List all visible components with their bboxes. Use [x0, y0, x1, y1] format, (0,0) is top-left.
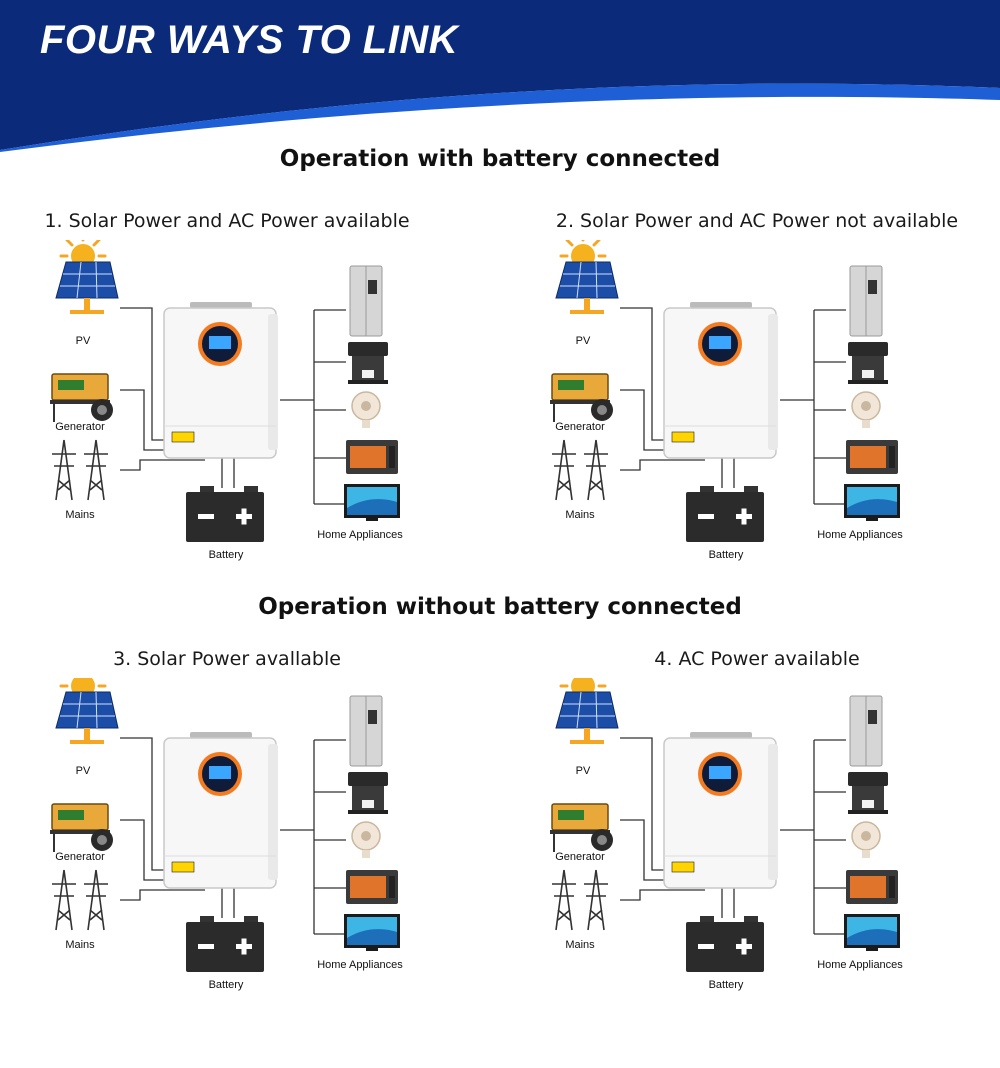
- wiring-lines: [120, 737, 346, 935]
- panel-3: 3. Solar Power avallable PV Generator Ma…: [0, 648, 500, 1068]
- tv-icon: [344, 484, 400, 521]
- generator-icon: [550, 803, 613, 852]
- pv-label: PV: [576, 335, 591, 347]
- oven-icon: [346, 440, 398, 474]
- oven-icon: [846, 870, 898, 904]
- pv-label: PV: [76, 765, 91, 777]
- panel-title: 2. Solar Power and AC Power not availabl…: [555, 210, 959, 232]
- inverter-icon: [163, 302, 278, 459]
- oven-icon: [846, 440, 898, 474]
- oven-icon: [346, 870, 398, 904]
- refrigerator-icon: [849, 695, 883, 767]
- battery-label: Battery: [709, 979, 744, 991]
- mains-label: Mains: [565, 939, 595, 951]
- battery-icon: [186, 486, 264, 542]
- generator-icon: [550, 373, 613, 422]
- page-title: FOUR WAYS TO LINK: [40, 18, 459, 62]
- refrigerator-icon: [849, 265, 883, 337]
- home-appliances-label: Home Appliances: [817, 529, 903, 541]
- inverter-icon: [663, 732, 778, 889]
- wiring-diagram: PV Generator Mains Batte: [50, 240, 403, 561]
- wiring-lines: [620, 307, 846, 505]
- battery-icon: [686, 916, 764, 972]
- coffee-machine-icon: [848, 342, 888, 384]
- refrigerator-icon: [349, 265, 383, 337]
- solar-panel-icon: [55, 261, 119, 314]
- battery-label: Battery: [709, 549, 744, 561]
- section-heading-with-battery: Operation with battery connected: [279, 146, 721, 172]
- wiring-diagram: PV Generator Mains Batte: [550, 678, 903, 991]
- tv-icon: [844, 484, 900, 521]
- power-tower-icon: [552, 869, 608, 931]
- mains-label: Mains: [65, 939, 95, 951]
- home-appliances-label: Home Appliances: [317, 959, 403, 971]
- solar-panel-icon: [555, 691, 619, 744]
- battery-label: Battery: [209, 549, 244, 561]
- generator-label: Generator: [55, 421, 105, 433]
- wiring-lines: [120, 307, 346, 505]
- battery-label: Battery: [209, 979, 244, 991]
- fan-icon: [851, 821, 881, 858]
- power-tower-icon: [52, 439, 108, 501]
- wiring-lines: [620, 737, 846, 935]
- mains-label: Mains: [65, 509, 95, 521]
- refrigerator-icon: [349, 695, 383, 767]
- fan-icon: [351, 821, 381, 858]
- inverter-icon: [163, 732, 278, 889]
- panel-title: 3. Solar Power avallable: [113, 648, 341, 670]
- panel-2: 2. Solar Power and AC Power not availabl…: [500, 210, 1000, 630]
- fan-icon: [851, 391, 881, 428]
- panel-1: 1. Solar Power and AC Power available PV…: [0, 210, 500, 630]
- section-heading-without-battery: Operation without battery connected: [258, 594, 742, 620]
- pv-label: PV: [76, 335, 91, 347]
- pv-label: PV: [576, 765, 591, 777]
- solar-panel-icon: [55, 691, 119, 744]
- coffee-machine-icon: [348, 772, 388, 814]
- tv-icon: [844, 914, 900, 951]
- panel-title: 4. AC Power available: [654, 648, 860, 670]
- panel-4: 4. AC Power available PV Generator Mains: [500, 648, 1000, 1068]
- generator-label: Generator: [555, 421, 605, 433]
- home-appliances-label: Home Appliances: [317, 529, 403, 541]
- home-appliances-label: Home Appliances: [817, 959, 903, 971]
- mains-label: Mains: [565, 509, 595, 521]
- tv-icon: [344, 914, 400, 951]
- power-tower-icon: [552, 439, 608, 501]
- generator-label: Generator: [55, 851, 105, 863]
- battery-icon: [186, 916, 264, 972]
- header-banner: [0, 0, 1000, 152]
- fan-icon: [351, 391, 381, 428]
- battery-icon: [686, 486, 764, 542]
- generator-icon: [50, 803, 113, 852]
- wiring-diagram: PV Generator Mains Batte: [50, 678, 403, 991]
- power-tower-icon: [52, 869, 108, 931]
- solar-panel-icon: [555, 261, 619, 314]
- panel-title: 1. Solar Power and AC Power available: [44, 210, 410, 232]
- generator-label: Generator: [555, 851, 605, 863]
- wiring-diagram: PV Generator Mains Batte: [550, 240, 903, 561]
- coffee-machine-icon: [348, 342, 388, 384]
- inverter-icon: [663, 302, 778, 459]
- coffee-machine-icon: [848, 772, 888, 814]
- generator-icon: [50, 373, 113, 422]
